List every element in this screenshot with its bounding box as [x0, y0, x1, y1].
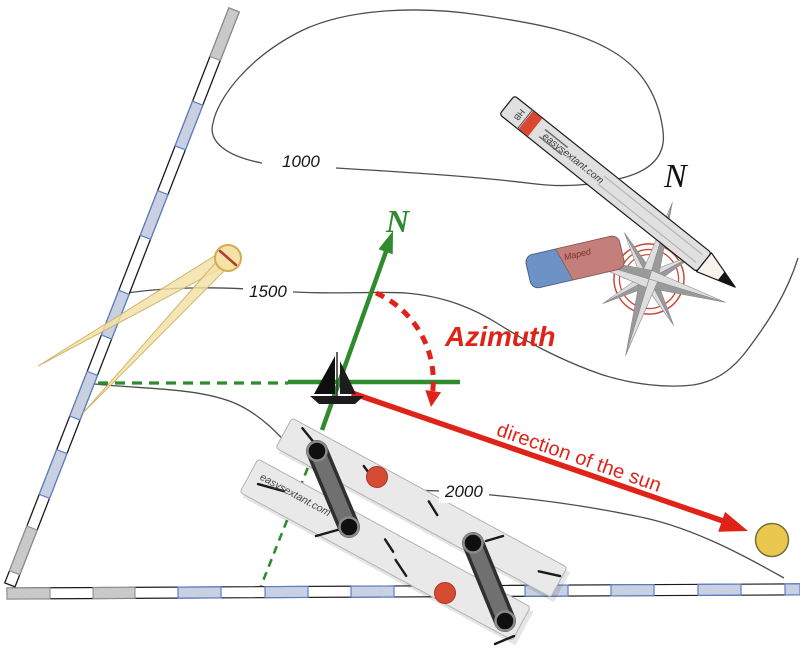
- sun-direction-line: [351, 390, 727, 525]
- parallel-rulers: easysextant.com: [240, 418, 571, 646]
- azimuth-construction: [351, 290, 748, 532]
- pencil-facet-line: [544, 128, 569, 149]
- eraser-red-part: [554, 235, 625, 281]
- divider-hinge-mark: [218, 249, 238, 267]
- pencil-cap-line: [517, 109, 533, 130]
- ruler-tick: [537, 570, 562, 578]
- ruler-tick: [484, 534, 505, 543]
- ruler-linkage-bars: [306, 440, 516, 632]
- linkage-bar: [465, 535, 513, 629]
- pencil-brand-text: easysextant.com: [540, 131, 606, 186]
- contour-line-1000: [211, 9, 665, 187]
- contour-label-2000: 2000: [439, 481, 489, 503]
- linkage-pivot: [462, 532, 484, 554]
- sun-icon: [754, 522, 790, 558]
- ruler-tick: [493, 634, 516, 646]
- ruler-tick: [314, 527, 343, 538]
- pencil-graphite-tip: [717, 271, 736, 288]
- parallel-ruler-upper: [276, 418, 567, 597]
- linkage-pivot: [306, 440, 328, 462]
- north-arrowhead-icon: [378, 231, 393, 255]
- dividers-tool: [37, 244, 242, 414]
- chart-bottom-border-scale: [6, 583, 800, 600]
- sailboat-icon: [310, 352, 364, 404]
- linkage-bar: [309, 443, 357, 535]
- sailboat-main-sail: [314, 356, 335, 394]
- azimuth-arc: [374, 290, 436, 392]
- azimuth-arc-arrowhead-icon: [425, 390, 442, 407]
- linkage-pivot: [338, 516, 360, 538]
- ruler-tick: [394, 558, 408, 578]
- ruler-tick: [301, 426, 316, 444]
- true-north-label: N: [386, 203, 410, 239]
- eraser-icon: Maped: [525, 235, 625, 289]
- sailboat-jib-sail: [340, 361, 356, 394]
- pencil-red-band: [518, 111, 543, 137]
- ruler-tick: [383, 538, 395, 553]
- linkage-pivot: [494, 610, 516, 632]
- azimuth-label: Azimuth: [445, 321, 556, 352]
- contour-label-1000: 1000: [276, 151, 326, 173]
- pencil-facet-line: [603, 175, 703, 256]
- pencil-facet-line: [597, 183, 697, 263]
- sailboat-hull: [310, 396, 364, 404]
- ruler-knob: [366, 466, 388, 488]
- compass-rose-north-label: N: [664, 158, 687, 195]
- contour-label-1500: 1500: [243, 281, 293, 303]
- chart-left-border-scale: [3, 7, 240, 588]
- ruler-knob: [434, 582, 456, 604]
- ruler-tick: [427, 500, 439, 517]
- ruler-tick: [256, 482, 285, 493]
- pencil-facet-line: [538, 136, 563, 156]
- sun-direction-arrowhead-icon: [718, 511, 748, 532]
